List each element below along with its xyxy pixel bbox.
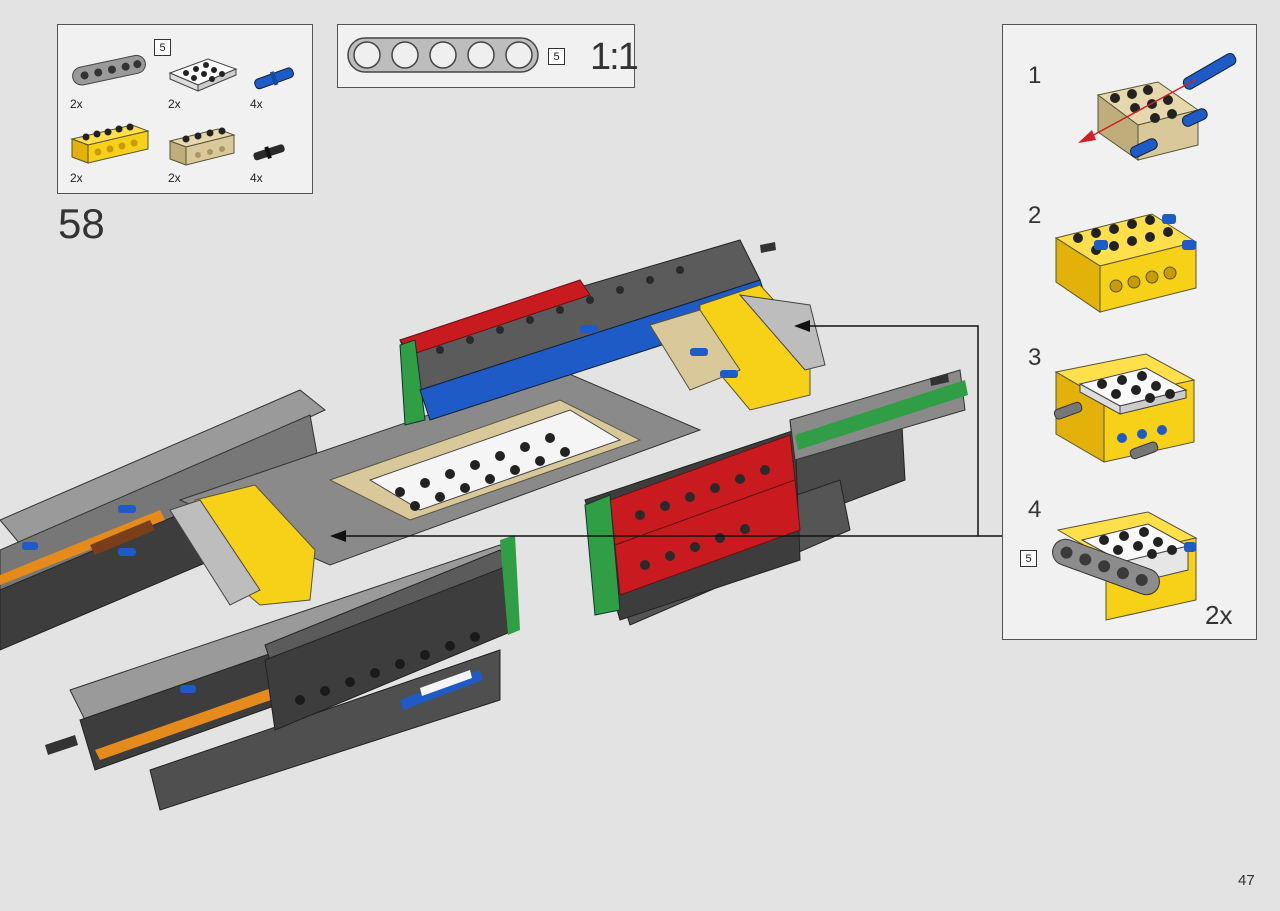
- substep-2-image: [1054, 213, 1198, 313]
- part-black-pin-image: [253, 144, 285, 161]
- part-qty: 2x: [70, 171, 83, 185]
- step-number: 58: [58, 200, 105, 247]
- substep-1-image: [1078, 53, 1237, 161]
- part-qty: 4x: [250, 97, 263, 111]
- substep-multiplier: 2x: [1205, 600, 1233, 630]
- substep-number: 4: [1028, 496, 1042, 523]
- substep-4-image: [1052, 511, 1198, 621]
- substep-3-image: [1053, 353, 1196, 463]
- scale-length-badge: 5: [548, 48, 565, 65]
- parts-list-panel: 5 2x 2x 4x 2x 2x 4x: [57, 24, 313, 194]
- part-beam-length-badge: 5: [154, 39, 171, 56]
- page-number: 47: [1238, 872, 1255, 889]
- scale-label: 1:1: [590, 36, 639, 78]
- part-qty: 4x: [250, 171, 263, 185]
- part-white-plate-image: [168, 58, 238, 92]
- substep-number: 1: [1028, 62, 1042, 89]
- scale-beam-image: [347, 37, 539, 73]
- part-yellow-brick-image: [70, 123, 150, 164]
- main-assembly-illustration: [0, 239, 968, 811]
- part-blue-pin-image: [254, 67, 294, 90]
- substep-4-length-badge: 5: [1020, 550, 1037, 567]
- part-gray-beam-image: [72, 54, 146, 86]
- part-qty: 2x: [168, 171, 181, 185]
- part-tan-brick-image: [168, 127, 236, 166]
- substep-number: 3: [1028, 344, 1042, 371]
- part-qty: 2x: [168, 97, 181, 111]
- part-qty: 2x: [70, 97, 83, 111]
- substep-number: 2: [1028, 202, 1042, 229]
